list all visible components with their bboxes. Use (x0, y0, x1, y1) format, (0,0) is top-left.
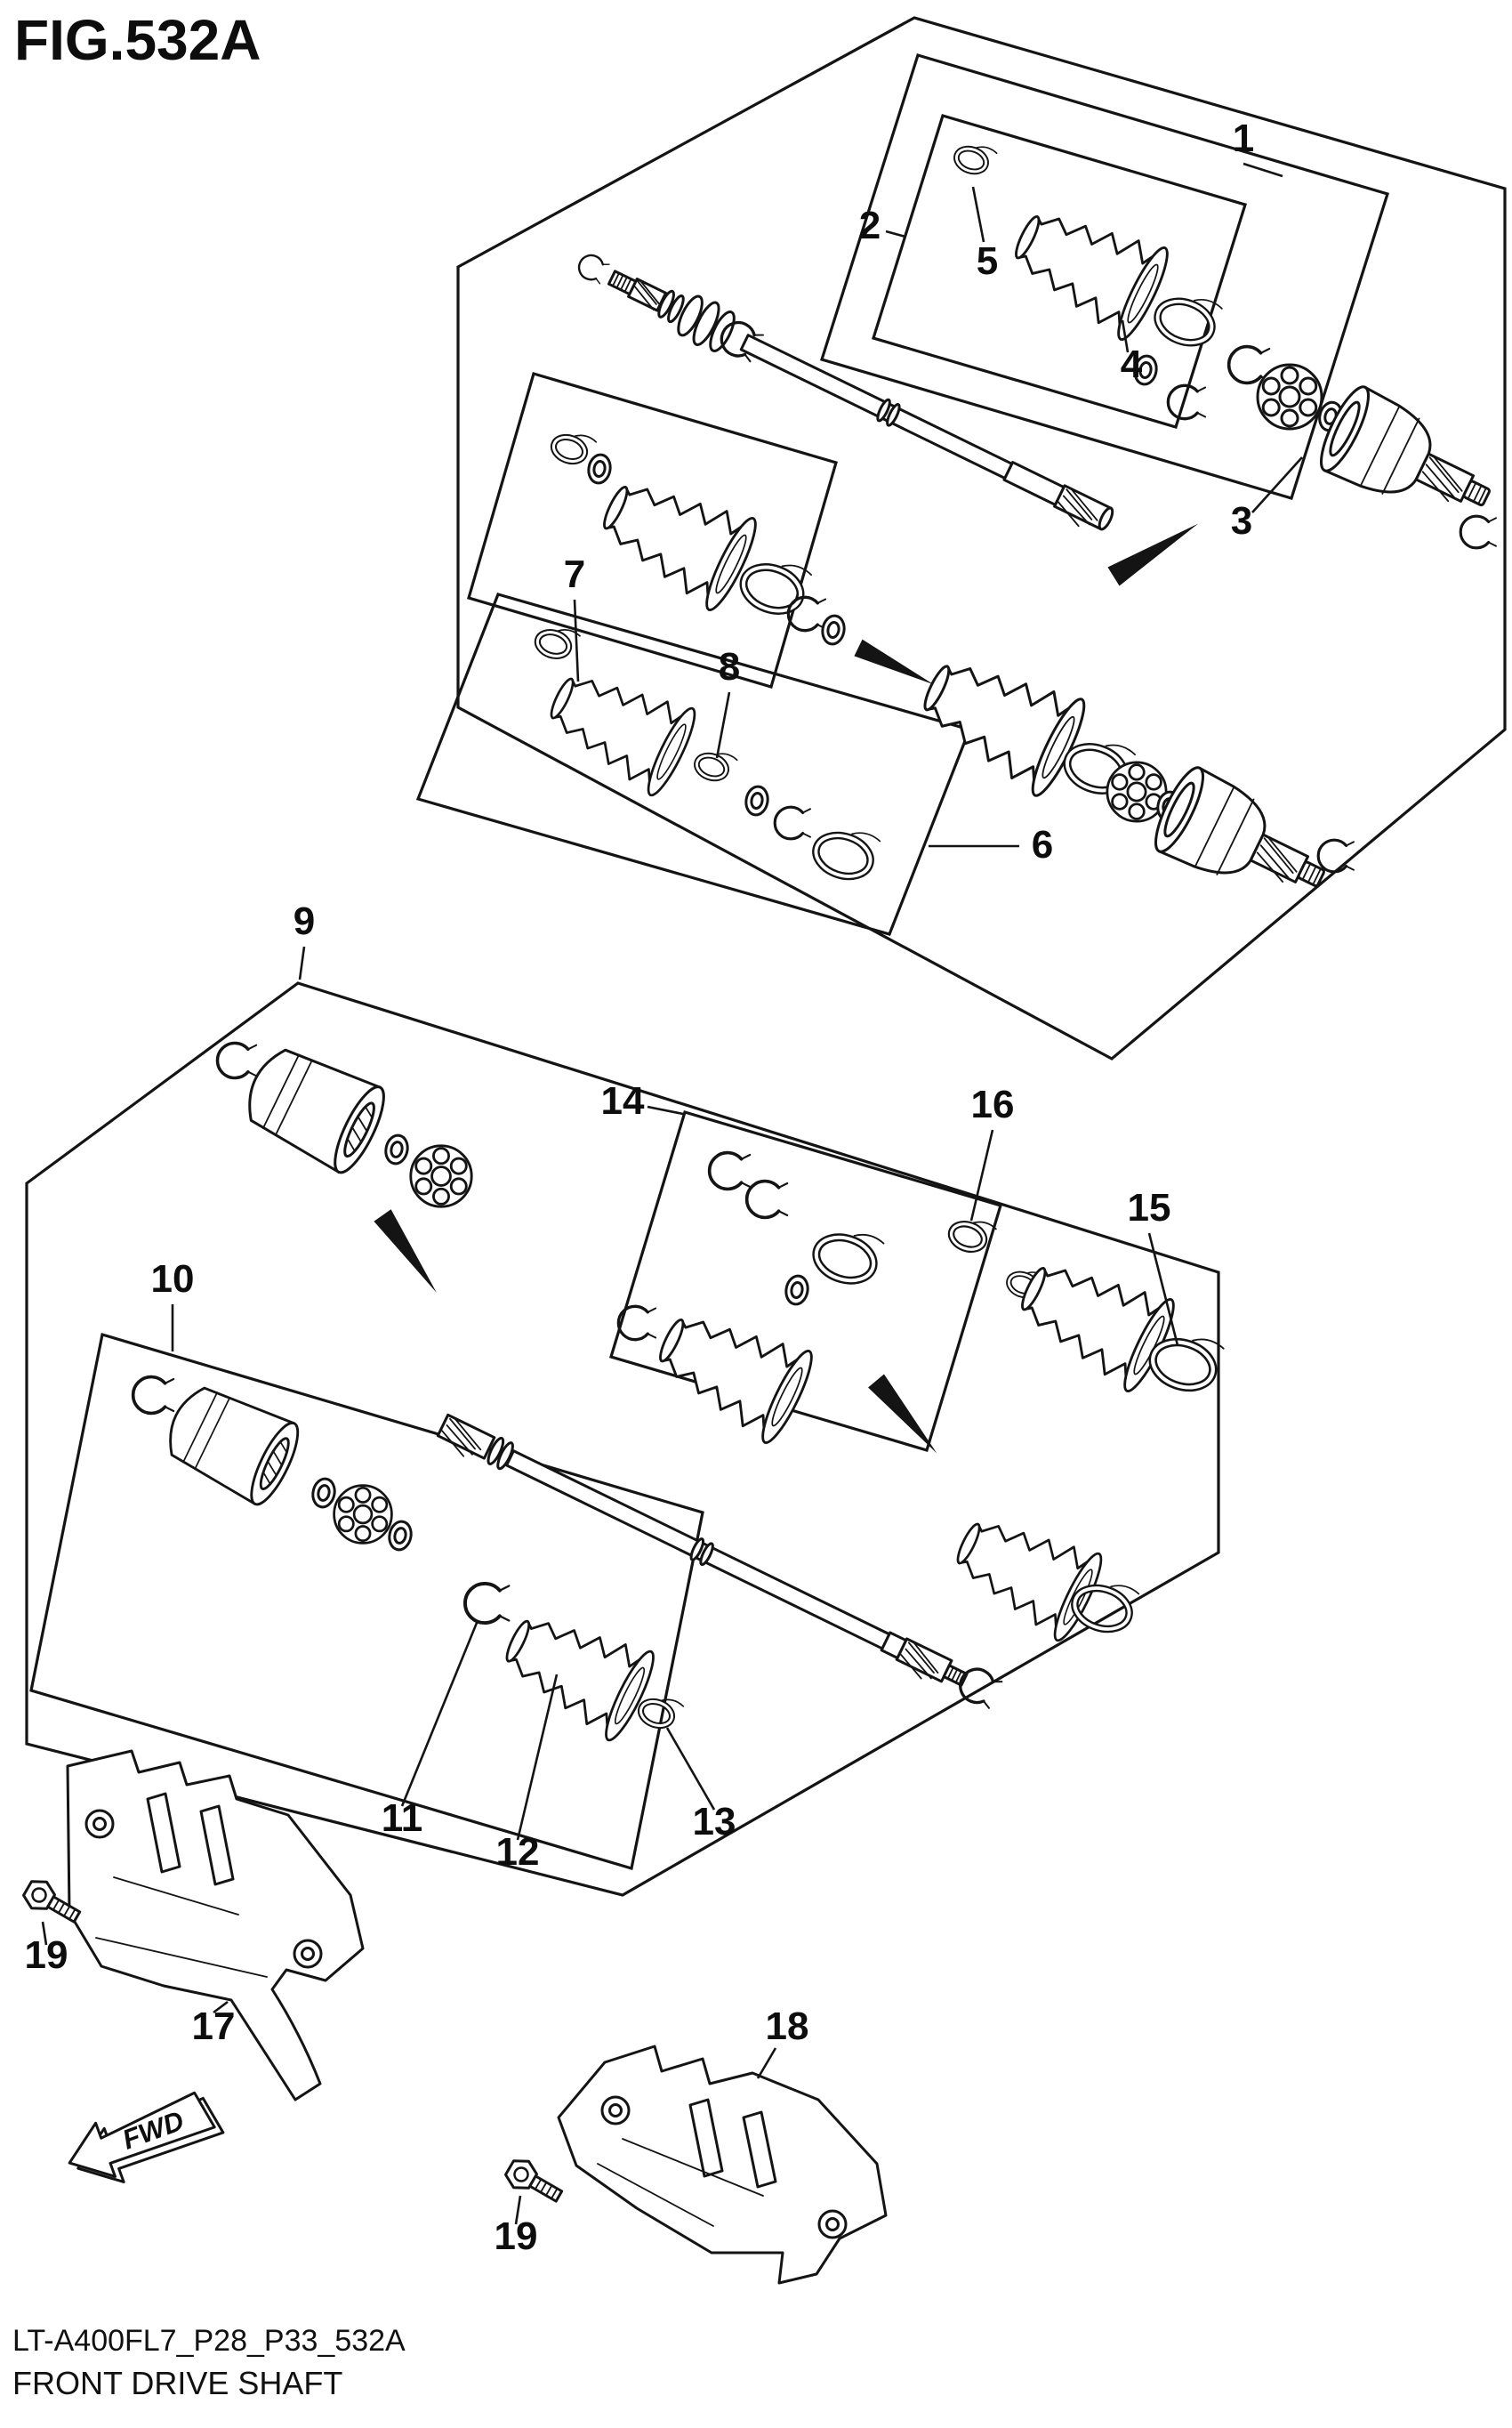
callout-11: 11 (382, 1622, 479, 1840)
svg-text:3: 3 (1231, 499, 1252, 543)
mud-guard-left (66, 1749, 365, 2101)
figure-caption: FRONT DRIVE SHAFT (12, 2365, 343, 2401)
callout-18: 18 (756, 2005, 809, 2079)
boot-kit-box-lower (609, 1110, 1002, 1452)
boot-kit-parts-14 (707, 1150, 997, 1308)
middle-assembly-boundary (25, 981, 1220, 1897)
boot-kit-box-upper (871, 114, 1248, 429)
inner-cv-joint-upper (1107, 344, 1508, 586)
inner-joint-parts-9 (215, 1035, 473, 1299)
document-code: LT-A400FL7_P28_P33_532A (12, 2324, 406, 2358)
svg-text:16: 16 (971, 1083, 1015, 1126)
svg-text:2: 2 (859, 204, 881, 247)
callout-7: 7 (564, 553, 585, 682)
svg-text:4: 4 (1121, 343, 1143, 386)
callout-15: 15 (1128, 1186, 1179, 1346)
middle-drive-shaft (436, 1413, 1005, 1712)
svg-text:17: 17 (192, 2005, 236, 2048)
svg-text:14: 14 (601, 1079, 645, 1123)
svg-text:9: 9 (294, 899, 315, 943)
svg-text:10: 10 (151, 1257, 195, 1301)
callout-5: 5 (971, 186, 998, 283)
callout-10: 10 (151, 1257, 195, 1351)
boot-set-parts (535, 622, 881, 883)
center-boot (616, 1291, 945, 1460)
mud-guard-right (557, 2045, 888, 2285)
callout-16: 16 (969, 1083, 1015, 1222)
svg-text:7: 7 (564, 553, 585, 596)
callout-17: 17 (192, 2000, 236, 2048)
boot-kit-parts-mid (551, 427, 938, 693)
direction-wedge-icon (868, 1374, 945, 1460)
svg-text:6: 6 (1032, 823, 1053, 867)
callout-19-lower: 19 (495, 2195, 538, 2258)
svg-text:8: 8 (719, 645, 740, 689)
svg-text:1: 1 (1233, 117, 1254, 160)
callout-3: 3 (1231, 456, 1303, 543)
upper-drive-shaft (574, 250, 1114, 531)
svg-text:13: 13 (693, 1800, 736, 1843)
svg-text:11: 11 (382, 1796, 423, 1840)
boot-set-box (415, 593, 972, 936)
svg-text:18: 18 (766, 2005, 809, 2048)
callout-13: 13 (665, 1727, 736, 1843)
svg-text:15: 15 (1128, 1186, 1171, 1230)
boot-kit-box-mid (467, 372, 838, 689)
svg-text:5: 5 (977, 239, 998, 283)
direction-wedge-icon (1107, 514, 1204, 586)
lower-right-boot (941, 1496, 1140, 1647)
callout-9: 9 (294, 899, 315, 980)
svg-text:12: 12 (496, 1830, 540, 1874)
svg-text:19: 19 (495, 2214, 538, 2258)
inner-joint-kit-10 (131, 1374, 684, 1746)
callout-4: 4 (1121, 319, 1143, 386)
direction-wedge-icon (374, 1209, 446, 1299)
callout-19-upper: 19 (25, 1921, 68, 1977)
callout-2: 2 (859, 204, 906, 247)
upper-assembly-boundary (456, 16, 1507, 1061)
bolt-19-right (501, 2153, 568, 2211)
callout-8: 8 (715, 645, 740, 759)
direction-wedge-icon (854, 639, 938, 693)
cv-joint-mid (906, 635, 1355, 922)
callout-12: 12 (496, 1674, 559, 1874)
svg-text:19: 19 (25, 1933, 68, 1977)
complete-driveshaft-box (819, 53, 1390, 500)
callout-14: 14 (601, 1079, 684, 1123)
callout-6: 6 (929, 823, 1053, 867)
figure-title: FIG.532A (14, 8, 261, 72)
callout-1: 1 (1233, 117, 1283, 178)
fwd-arrow-icon: FWD (68, 2091, 225, 2183)
